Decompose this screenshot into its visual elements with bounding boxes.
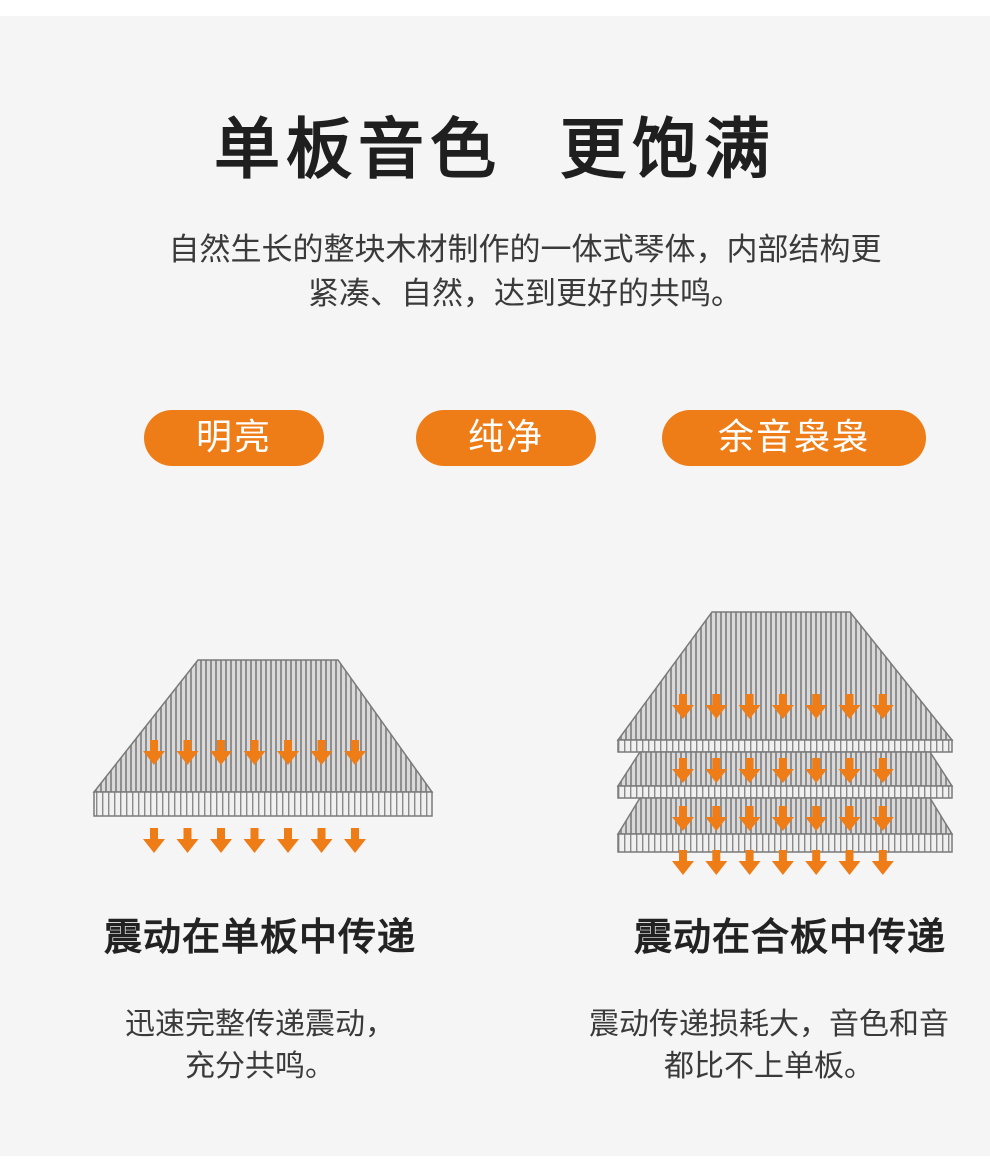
desc-plywood-line-1: 震动传递损耗大，音色和音 — [589, 1007, 949, 1042]
content-panel — [0, 16, 990, 1156]
solid-board-icon — [92, 659, 434, 817]
arrow-down-icon — [838, 850, 861, 875]
intro-text: 自然生长的整块木材制作的一体式琴体，内部结构更 紧凑、自然，达到更好的共鸣。 — [90, 228, 960, 316]
desc-solid-line-2: 充分共鸣。 — [185, 1049, 335, 1084]
arrow-down-icon — [738, 850, 761, 875]
arrow-down-icon — [210, 828, 232, 853]
arrow-down-icon — [705, 850, 728, 875]
intro-line-2: 紧凑、自然，达到更好的共鸣。 — [308, 276, 742, 312]
arrow-down-icon — [871, 850, 894, 875]
arrow-down-icon — [143, 828, 165, 853]
tag-pill-bright: 明亮 — [144, 410, 324, 466]
arrow-down-icon — [243, 828, 266, 853]
page-title: 单板音色 更饱满 — [214, 111, 776, 188]
arrow-down-icon — [805, 850, 828, 875]
desc-solid-line-1: 迅速完整传递震动， — [125, 1007, 395, 1042]
desc-plywood-line-2: 都比不上单板。 — [664, 1049, 874, 1084]
arrow-down-icon — [672, 850, 694, 875]
arrow-down-icon — [344, 828, 366, 853]
caption-plywood-board: 震动在合板中传递 — [633, 915, 946, 959]
tag-pill-pure: 纯净 — [416, 410, 596, 466]
arrow-down-icon — [277, 828, 299, 853]
arrow-down-icon — [310, 828, 333, 853]
tag-pill-lingering: 余音袅袅 — [662, 410, 926, 466]
caption-solid-board: 震动在单板中传递 — [103, 915, 416, 959]
arrow-down-icon — [176, 828, 199, 853]
intro-line-1: 自然生长的整块木材制作的一体式琴体，内部结构更 — [168, 232, 882, 268]
desc-solid-board: 迅速完整传递震动， 充分共鸣。 — [60, 1004, 460, 1088]
desc-plywood-board: 震动传递损耗大，音色和音 都比不上单板。 — [548, 1004, 990, 1088]
arrow-down-icon — [771, 850, 794, 875]
